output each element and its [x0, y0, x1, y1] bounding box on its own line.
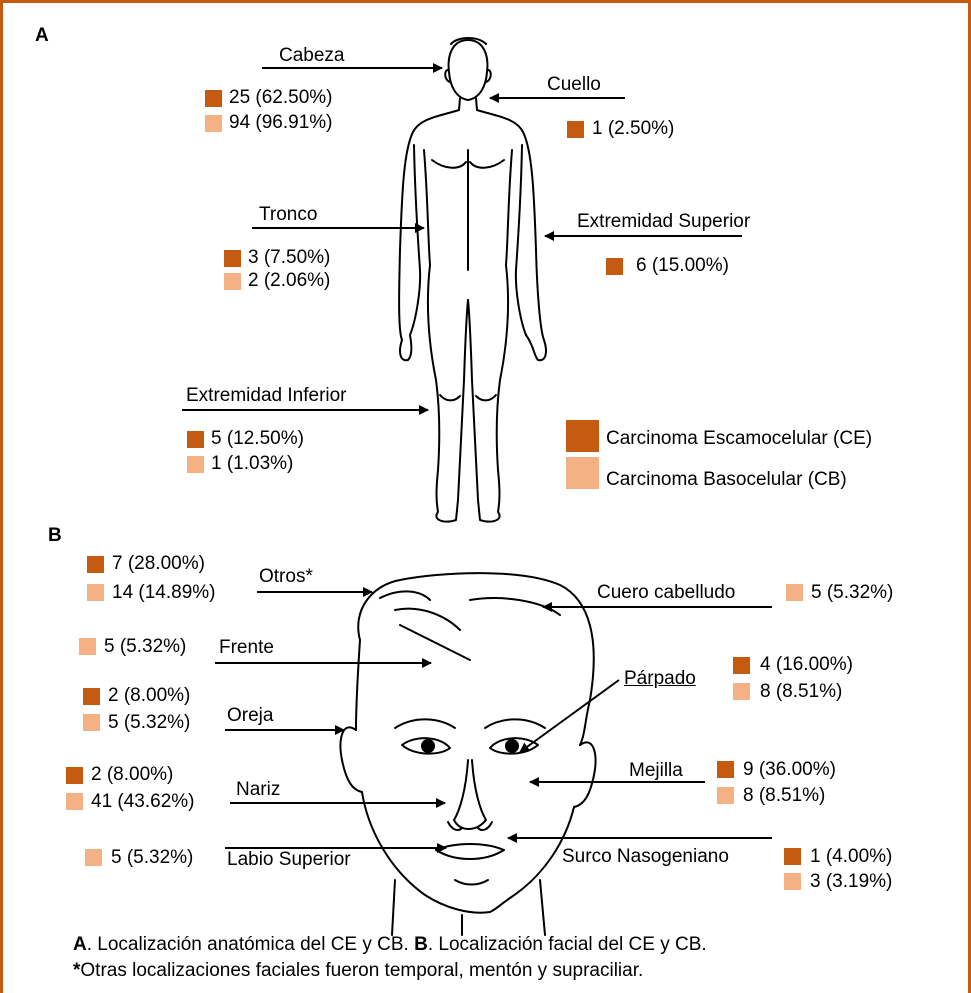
parpado-cb-value: 8 (8.51%) [760, 681, 842, 703]
cb-swatch [85, 849, 102, 866]
mejilla-ce-value: 9 (36.00%) [743, 759, 836, 781]
region-cabeza-label: Cabeza [279, 45, 345, 67]
nariz-ce-value: 2 (8.00%) [91, 764, 173, 786]
cb-swatch [733, 683, 750, 700]
arrow-parpado [520, 680, 619, 752]
cb-swatch [79, 638, 96, 655]
ce-swatch [224, 250, 241, 267]
ce-swatch [606, 258, 623, 275]
region-cuello-label: Cuello [547, 74, 601, 96]
otros-cb-value: 14 (14.89%) [112, 582, 216, 604]
caption-a-text: . Localización anatómica del CE y CB. [87, 934, 414, 955]
nariz-cb-value: 41 (43.62%) [91, 791, 195, 813]
cb-swatch [224, 273, 241, 290]
region-labio-label: Labio Superior [227, 849, 351, 871]
oreja-ce-value: 2 (8.00%) [108, 685, 190, 707]
cb-swatch [205, 115, 222, 132]
ce-swatch [567, 121, 584, 138]
region-frente-label: Frente [219, 637, 274, 659]
ce-swatch [717, 761, 734, 778]
cb-swatch [786, 584, 803, 601]
parpado-ce-value: 4 (16.00%) [760, 654, 853, 676]
caption-note-text: Otras localizaciones faciales fueron tem… [80, 960, 643, 981]
ce-swatch [66, 767, 83, 784]
panel-a-label: A [35, 25, 49, 47]
caption-line-2: *Otras localizaciones faciales fueron te… [73, 959, 643, 983]
region-nariz-label: Nariz [236, 779, 280, 801]
region-oreja-label: Oreja [227, 705, 273, 727]
caption-b-bold: B [414, 934, 428, 955]
legend-cb-label: Carcinoma Basocelular (CB) [606, 469, 847, 491]
ce-swatch [733, 657, 750, 674]
cabeza-cb-value: 94 (96.91%) [229, 112, 333, 134]
human-body-figure [399, 38, 546, 522]
ce-swatch [87, 556, 104, 573]
region-surco-label: Surco Nasogeniano [562, 846, 729, 868]
cb-swatch [83, 714, 100, 731]
region-mejilla-label: Mejilla [629, 760, 683, 782]
ce-swatch [784, 848, 801, 865]
region-extremidad-inferior-label: Extremidad Inferior [186, 385, 347, 407]
extremidad-inferior-ce-value: 5 (12.50%) [211, 428, 304, 450]
extremidad-inferior-cb-value: 1 (1.03%) [211, 453, 293, 475]
face-figure [341, 573, 596, 935]
otros-ce-value: 7 (28.00%) [112, 553, 205, 575]
cb-swatch [87, 584, 104, 601]
extremidad-superior-ce-value: 6 (15.00%) [636, 255, 729, 277]
mejilla-cb-value: 8 (8.51%) [743, 785, 825, 807]
cb-swatch [187, 456, 204, 473]
region-cuero-label: Cuero cabelludo [597, 582, 735, 604]
ce-swatch [83, 688, 100, 705]
surco-ce-value: 1 (4.00%) [810, 846, 892, 868]
tronco-cb-value: 2 (2.06%) [248, 270, 330, 292]
tronco-ce-value: 3 (7.50%) [248, 247, 330, 269]
caption-a-bold: A [73, 934, 87, 955]
legend-ce-swatch [566, 420, 599, 452]
region-otros-label: Otros* [259, 566, 313, 588]
cuello-ce-value: 1 (2.50%) [592, 118, 674, 140]
legend-ce-label: Carcinoma Escamocelular (CE) [606, 428, 872, 450]
labio-cb-value: 5 (5.32%) [111, 847, 193, 869]
cuero-cb-value: 5 (5.32%) [811, 582, 893, 604]
frente-cb-value: 5 (5.32%) [104, 636, 186, 658]
region-extremidad-superior-label: Extremidad Superior [577, 211, 750, 233]
cb-swatch [717, 787, 734, 804]
ce-swatch [205, 90, 222, 107]
oreja-cb-value: 5 (5.32%) [108, 712, 190, 734]
cb-swatch [66, 793, 83, 810]
caption-b-text: . Localización facial del CE y CB. [428, 934, 707, 955]
legend-cb-swatch [566, 457, 599, 489]
surco-cb-value: 3 (3.19%) [810, 871, 892, 893]
panel-b-label: B [48, 525, 62, 547]
cb-swatch [784, 873, 801, 890]
region-tronco-label: Tronco [259, 204, 317, 226]
region-parpado-label: Párpado [624, 668, 696, 690]
caption-line-1: A. Localización anatómica del CE y CB. B… [73, 933, 707, 957]
cabeza-ce-value: 25 (62.50%) [229, 87, 333, 109]
ce-swatch [187, 431, 204, 448]
